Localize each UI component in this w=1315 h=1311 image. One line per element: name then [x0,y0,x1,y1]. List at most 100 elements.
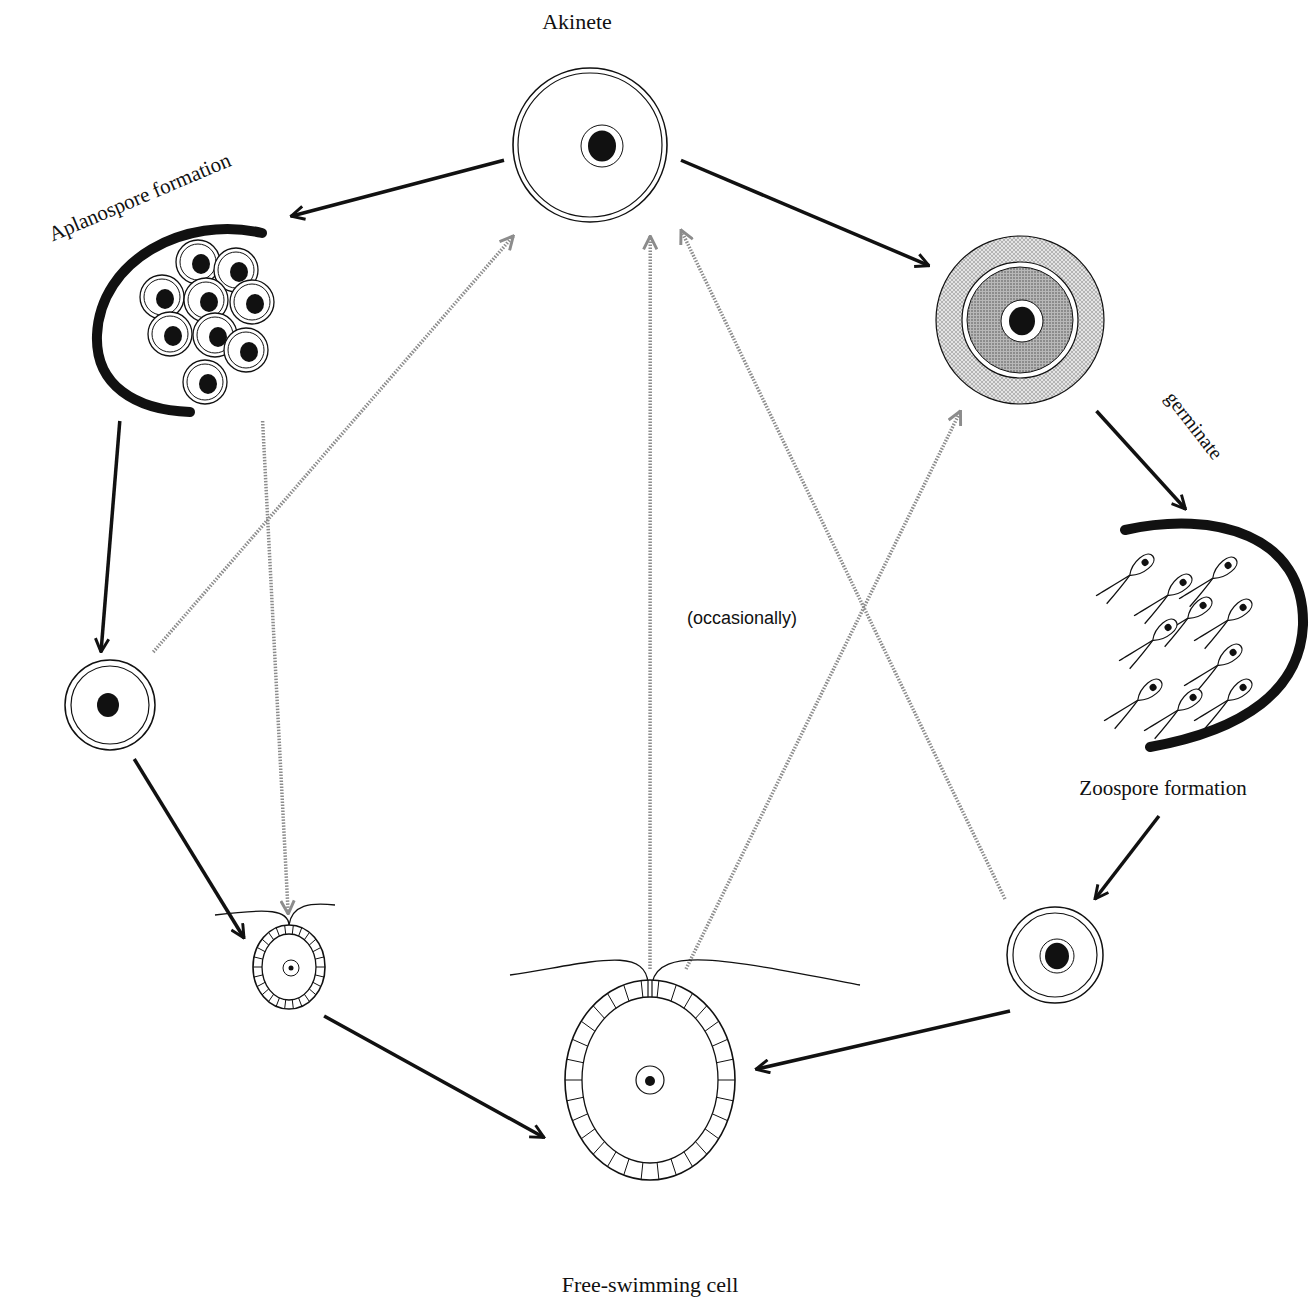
cell-wall [581,125,623,167]
wall-stripe [684,1152,693,1167]
nucleus [1238,682,1248,692]
nucleus [97,693,119,717]
wall-stripe [285,925,286,934]
nucleus [1140,557,1150,567]
zoospore-body [1213,641,1245,671]
zoospore-body [1208,554,1240,584]
cell-wall [262,934,316,1000]
connector-arrow [756,1011,1010,1069]
wall-stripe [572,1114,588,1121]
wall-stripe [696,1142,707,1155]
note-label: (occasionally) [684,608,800,629]
cell-wall [636,1066,664,1094]
flagellum [1150,710,1182,739]
wall-stripe [254,957,263,959]
wall-stripe [285,1000,286,1009]
wall-stripe [705,1129,719,1139]
wall-stripe [257,982,265,986]
zoospore [1104,676,1166,731]
cell-wall [140,275,184,319]
wall-stripe [624,985,629,1001]
wall-stripe [593,1006,604,1019]
wall-stripe [253,967,262,968]
connector-arrow [134,759,244,938]
wall-stripe [269,932,274,939]
wall-stripe [315,975,324,977]
wall-stripe [304,994,309,1001]
sporangium-wall [97,229,262,412]
nucleus [1223,560,1233,570]
zoospore-body [1125,551,1157,581]
cell-wall [65,660,155,750]
cell-wall [176,240,220,284]
cell-node: Aplanospore formation [5,135,285,415]
nucleus [289,966,294,971]
nucleus [1045,943,1069,969]
aplanosporangium [5,135,285,415]
zoospore-body [1223,676,1255,706]
wall-stripe [608,1152,617,1167]
cell-wall [283,960,299,976]
cell-wall [230,280,274,324]
wall-stripe [313,947,321,951]
wall-stripe [315,957,324,959]
wall-stripe [641,981,643,998]
nucleus [1228,647,1238,657]
wall-stripe [276,998,279,1006]
wall-stripe [572,1039,588,1046]
zoospore-body [1183,594,1215,624]
cell-node [1005,905,1105,1005]
nucleus [200,292,218,312]
wall-stripe [262,939,269,945]
cell-wall [1040,939,1074,973]
nucleus [240,342,258,362]
cell-wall [183,360,227,404]
flagellum [215,911,289,925]
wall-stripe [717,1059,734,1063]
wall-stripe [684,993,693,1008]
nucleus [645,1076,655,1086]
nucleus [199,374,217,394]
wall-stripe [262,989,269,995]
cell-wall [148,312,192,356]
wall-stripe [309,939,316,945]
wall-stripe [313,982,321,986]
young-swimming-cell [250,920,328,1010]
akinete [510,5,675,230]
wall-stripe [581,1021,595,1031]
cell-node: Free-swimming cell [550,975,750,1300]
nucleus [1188,692,1198,702]
wall-stripe [567,1097,584,1101]
connector-arrow [291,160,504,216]
cell-wall [234,284,270,320]
zoospore [1154,594,1216,649]
cell-wall [513,68,667,222]
wall-stripe [705,1021,719,1031]
wall-stripe [304,932,309,939]
wall-stripe [567,1059,584,1063]
wall-stripe [608,993,617,1008]
cell-wall [188,282,224,318]
zoospore [1119,616,1181,671]
wall-stripe [696,1006,707,1019]
nucleus [1198,600,1208,610]
cell-node [250,920,328,1010]
nucleus [1163,622,1173,632]
cell-wall [228,332,264,368]
wall-stripe [581,1129,595,1139]
cyst-wall [936,236,1104,404]
edge-label: germinate [1159,385,1229,465]
cell-wall [1007,907,1103,1003]
nucleus [192,254,210,274]
wall-stripe [718,1080,735,1081]
cell-wall [962,262,1078,378]
flagellum [510,960,648,983]
connector-arrow [101,421,120,652]
wall-stripe [316,967,325,968]
zoospore [1194,596,1256,651]
cell-wall [144,279,180,315]
cell-wall [582,997,718,1163]
connector-arrow [681,160,929,265]
cell-wall [224,328,268,372]
wall-stripe [671,985,676,1001]
